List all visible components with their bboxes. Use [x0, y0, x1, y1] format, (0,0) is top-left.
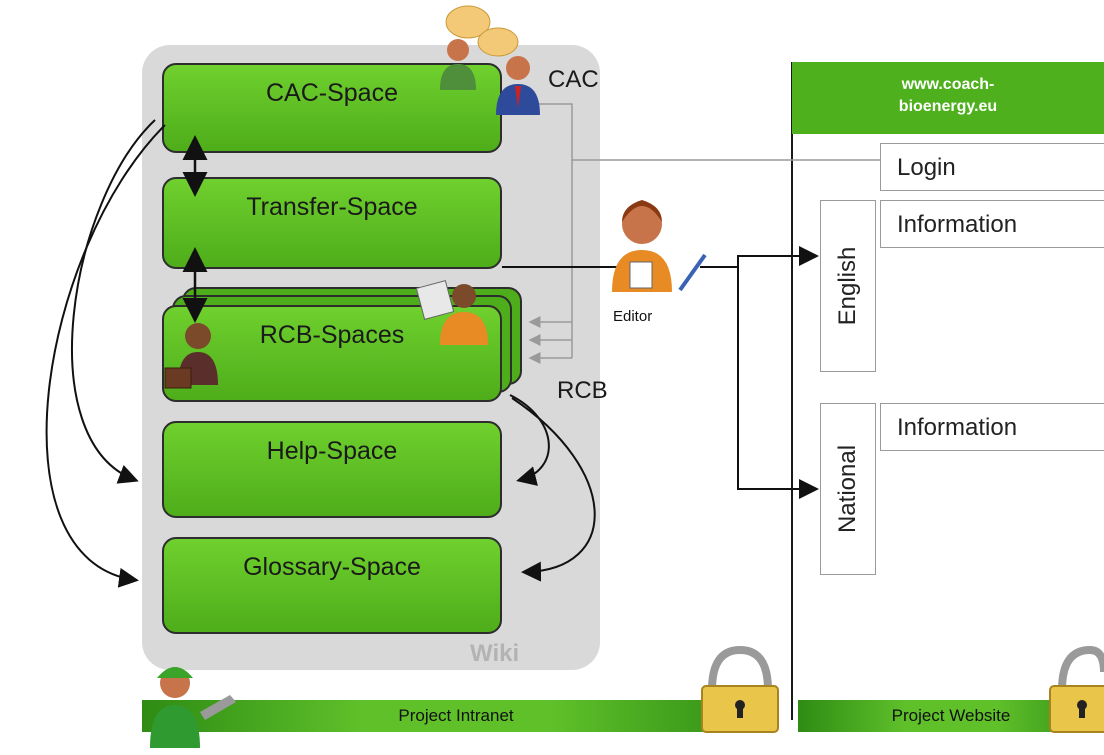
information-national-label: Information — [897, 414, 1018, 441]
glossary-space-label: Glossary-Space — [243, 553, 421, 581]
cac-space-label: CAC-Space — [266, 79, 398, 107]
person-icon — [440, 39, 476, 90]
transfer-space-label: Transfer-Space — [246, 193, 418, 221]
arrow-cac-help — [71, 119, 156, 484]
line-cac-login — [525, 103, 880, 161]
cac-space[interactable]: CAC-Space — [162, 63, 502, 153]
arrow-rcb-help — [509, 394, 550, 486]
padlock-icon — [1049, 645, 1104, 733]
information-english[interactable]: Information — [880, 200, 1104, 248]
person-icon — [496, 56, 540, 115]
glossary-space[interactable]: Glossary-Space — [162, 537, 502, 634]
cac-role-label: CAC — [548, 66, 599, 93]
speech-bubble-icon — [445, 5, 519, 57]
editor-person-icon — [612, 200, 707, 292]
help-space[interactable]: Help-Space — [162, 421, 502, 518]
information-national[interactable]: Information — [880, 403, 1104, 451]
login-label: Login — [897, 154, 956, 181]
website-url-header[interactable]: www.coach-bioenergy.eu — [792, 62, 1104, 134]
help-space-label: Help-Space — [266, 437, 398, 465]
arrow-editor-national — [737, 256, 819, 499]
rcb-role-label: RCB — [557, 377, 608, 404]
arrow-editor-english — [700, 246, 819, 268]
website-url: www.coach-bioenergy.eu — [898, 76, 998, 115]
briefcase-person-icon — [164, 323, 218, 389]
padlock-icon — [701, 645, 779, 733]
wiki-label: Wiki — [470, 640, 520, 667]
language-english[interactable]: English — [820, 200, 876, 372]
information-english-label: Information — [897, 211, 1018, 238]
project-intranet-banner: Project Intranet — [142, 700, 770, 732]
language-national[interactable]: National — [820, 403, 876, 575]
section-divider — [791, 62, 793, 720]
transfer-space[interactable]: Transfer-Space — [162, 177, 502, 269]
login-box[interactable]: Login — [880, 143, 1104, 191]
technician-icon — [150, 667, 236, 748]
arrow-rcb-glossary — [511, 397, 596, 582]
person-icon — [415, 280, 488, 345]
arrow-cac-glossary — [45, 124, 166, 588]
rcb-spaces-label: RCB-Spaces — [259, 321, 405, 349]
rcb-spaces[interactable]: RCB-Spaces — [162, 305, 502, 402]
editor-role-label: Editor — [613, 308, 653, 325]
